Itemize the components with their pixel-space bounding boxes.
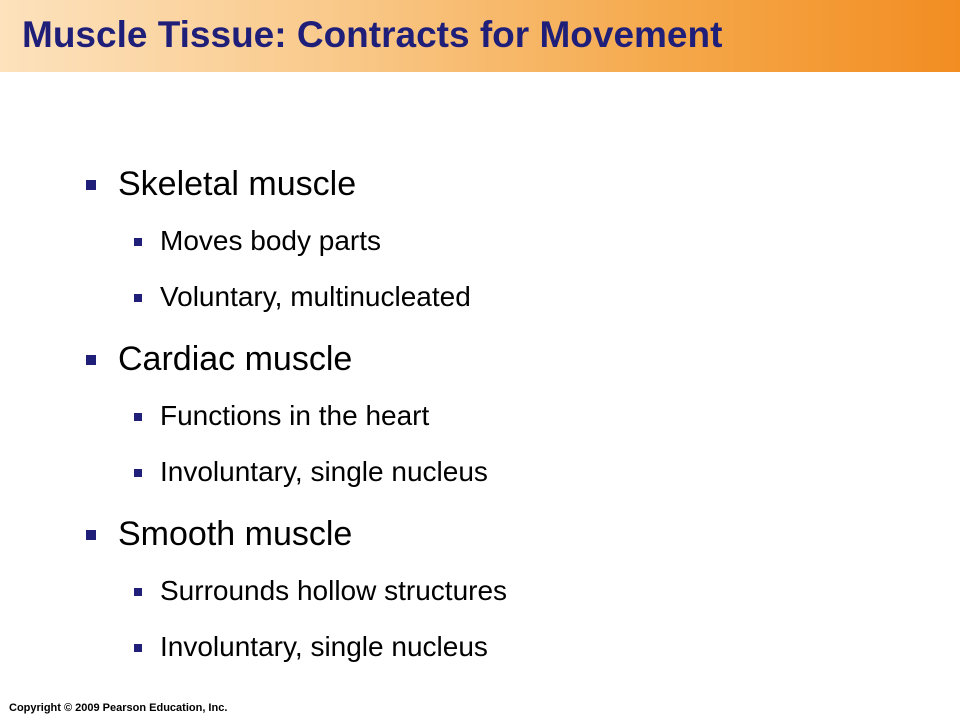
- bullet-text: Involuntary, single nucleus: [160, 631, 488, 662]
- square-bullet-icon: [134, 413, 142, 421]
- square-bullet-icon: [86, 180, 96, 190]
- square-bullet-icon: [134, 469, 142, 477]
- square-bullet-icon: [134, 294, 142, 302]
- square-bullet-icon: [86, 530, 96, 540]
- copyright-footer: Copyright © 2009 Pearson Education, Inc.: [9, 702, 228, 714]
- bullet-text: Voluntary, multinucleated: [160, 281, 471, 312]
- bullet-text: Functions in the heart: [160, 400, 430, 431]
- bullet-text: Smooth muscle: [118, 515, 353, 553]
- square-bullet-icon: [134, 238, 142, 246]
- title-bar: Muscle Tissue: Contracts for Movement: [0, 0, 960, 72]
- bullet-text: Skeletal muscle: [118, 165, 357, 203]
- bullet-text: Involuntary, single nucleus: [160, 456, 488, 487]
- slide-title: Muscle Tissue: Contracts for Movement: [22, 14, 723, 55]
- square-bullet-icon: [134, 588, 142, 596]
- bullet-text: Cardiac muscle: [118, 340, 353, 378]
- bullet-text: Surrounds hollow structures: [160, 575, 508, 606]
- square-bullet-icon: [86, 355, 96, 365]
- bullet-text: Moves body parts: [160, 225, 381, 256]
- square-bullet-icon: [134, 644, 142, 652]
